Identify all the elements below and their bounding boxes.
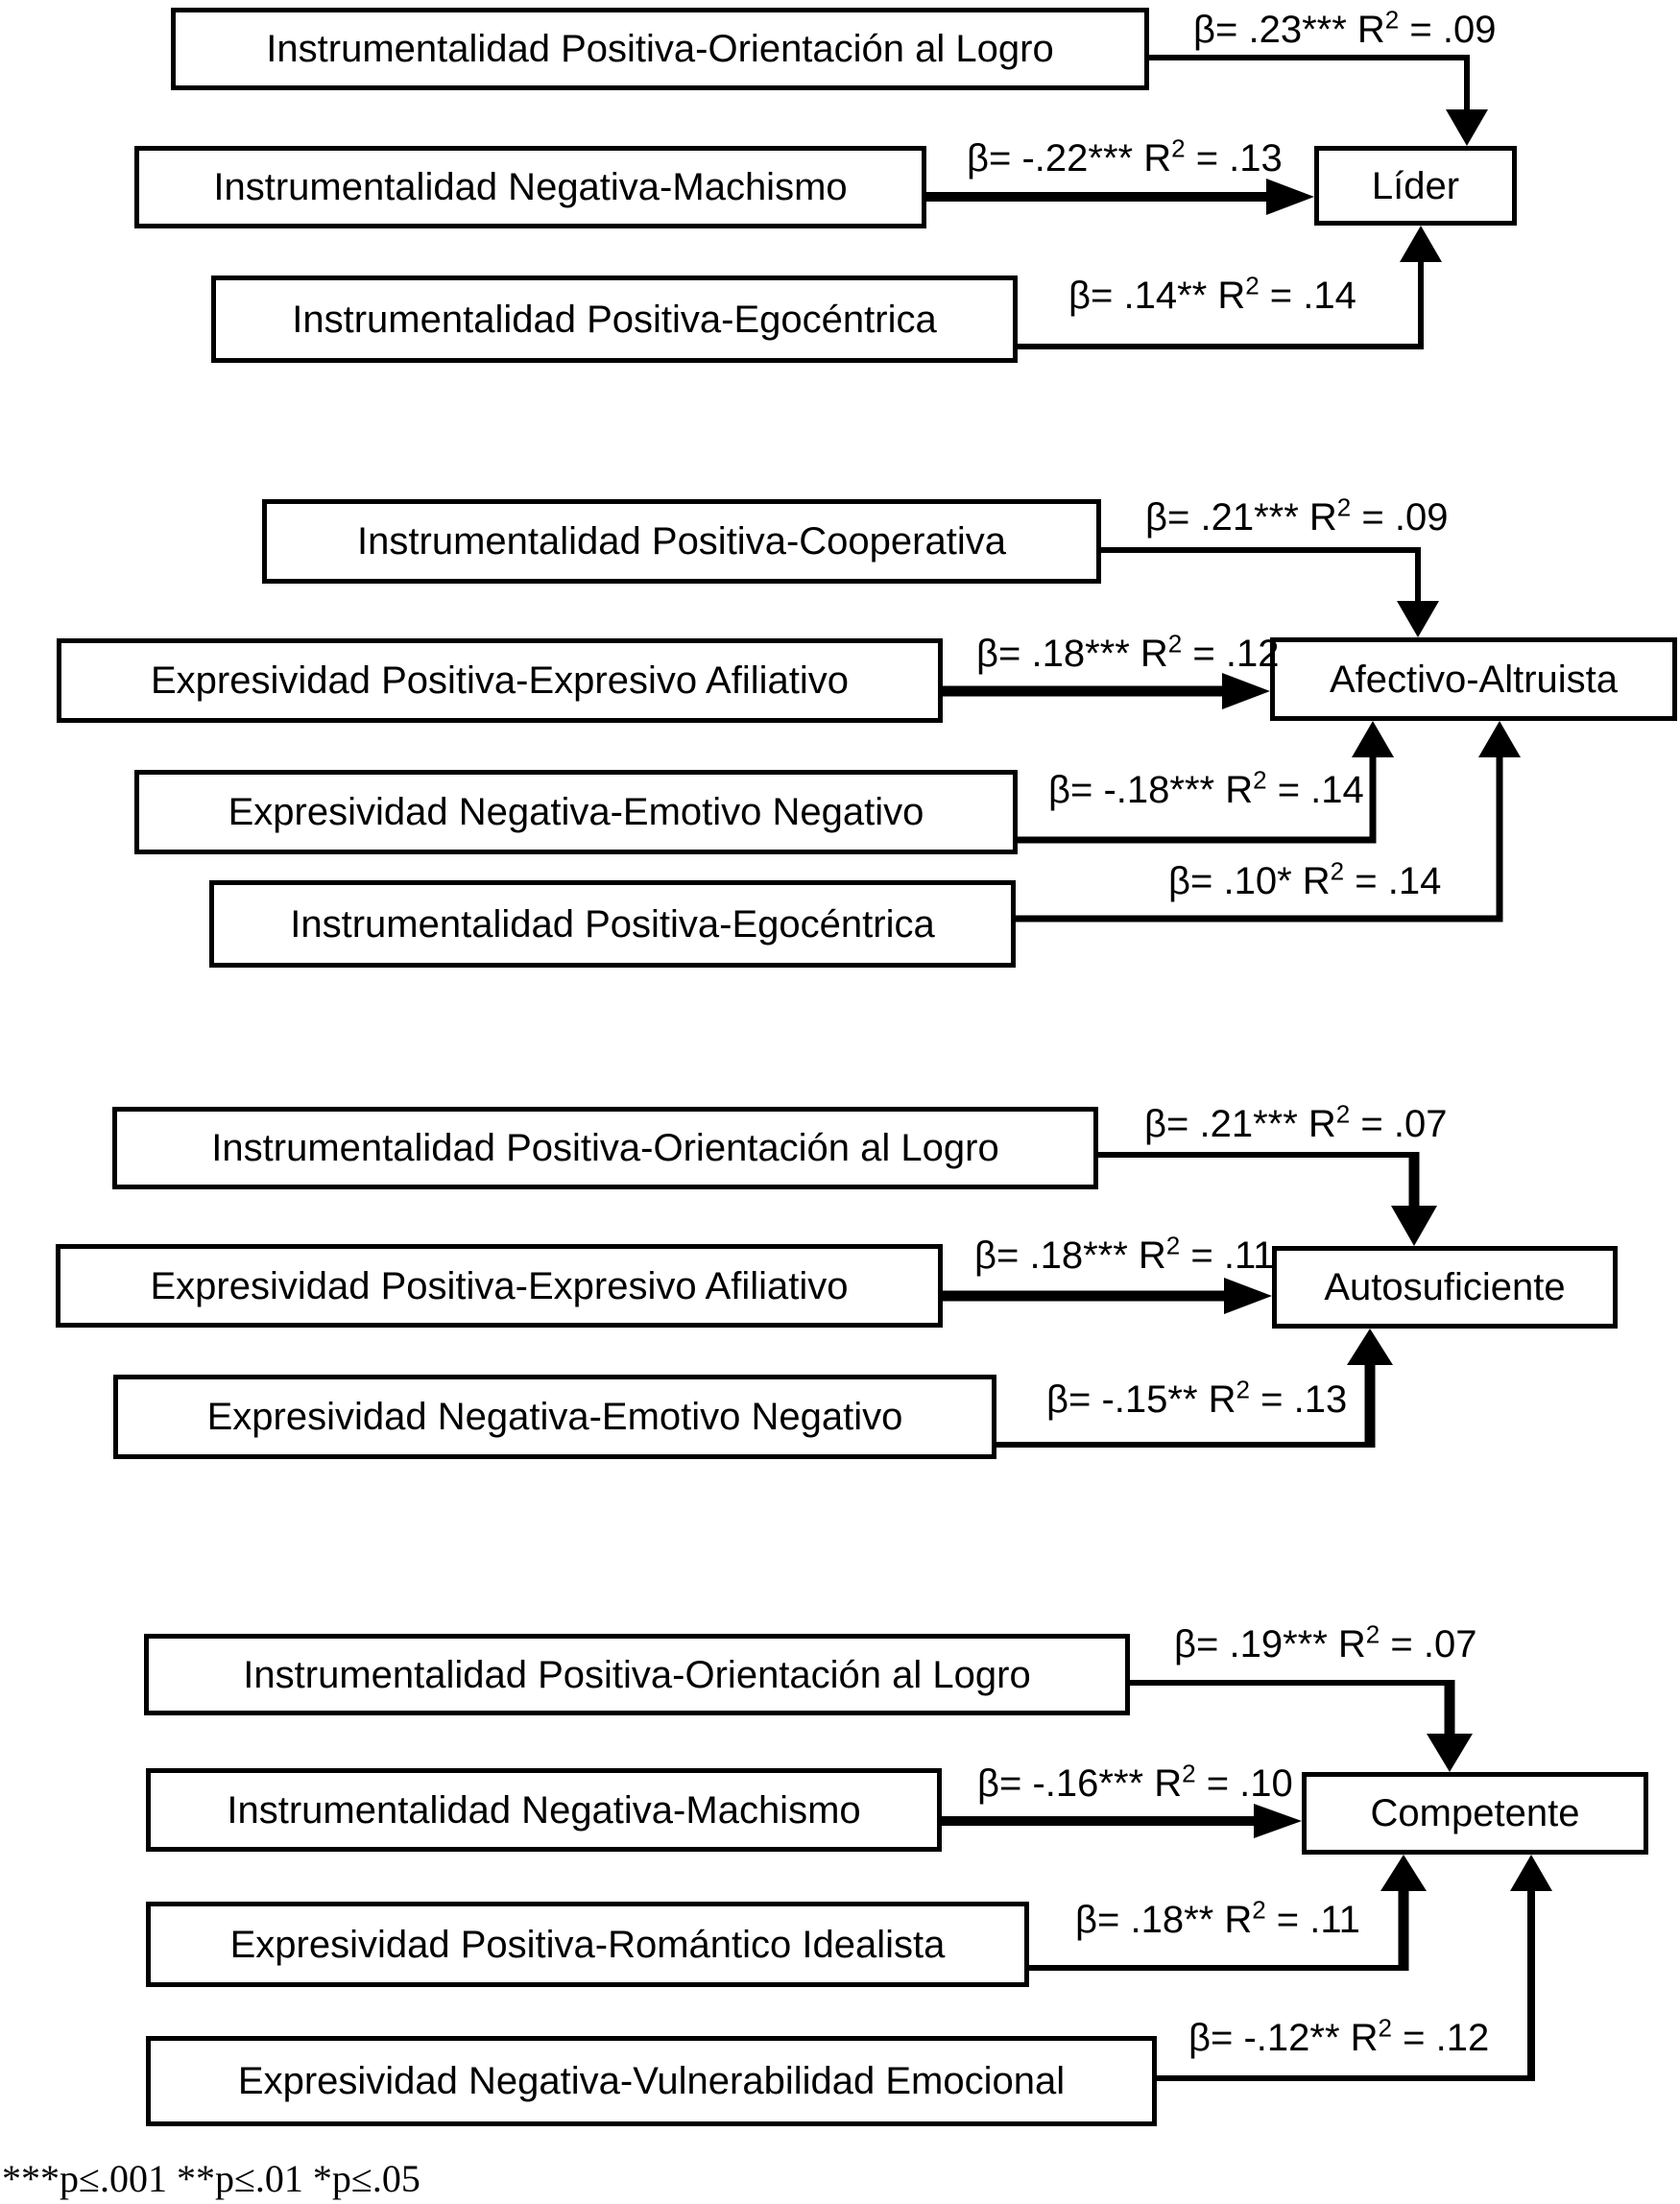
outcome-box: Afectivo-Altruista: [1270, 637, 1677, 721]
predictor-box: Instrumentalidad Negativa-Machismo: [146, 1768, 942, 1852]
arrow-cooperativa-to-afectivo: [1101, 547, 1439, 637]
r2-value-text: = .07: [1380, 1623, 1477, 1665]
r2-value-text: = .12: [1182, 633, 1280, 675]
beta-text: β= -.22*** R: [967, 137, 1172, 180]
r2-value-text: = .12: [1392, 2017, 1490, 2059]
r2-value-text: = .10: [1195, 1762, 1293, 1805]
path-coefficient-label: β= .23*** R2 = .09: [1193, 8, 1496, 52]
arrow-orientacion-logro-to-lider: [1149, 55, 1488, 146]
beta-text: β= .18** R: [1075, 1899, 1253, 1941]
r-squared-sup: 2: [1236, 1375, 1251, 1404]
predictor-box: Expresividad Negativa-Vulnerabilidad Emo…: [146, 2036, 1157, 2126]
r-squared-sup: 2: [1165, 1231, 1181, 1260]
predictor-box: Instrumentalidad Positiva-Cooperativa: [262, 499, 1101, 584]
beta-text: β= .19*** R: [1174, 1623, 1366, 1665]
r-squared-sup: 2: [1171, 133, 1186, 163]
r2-value-text: = .14: [1344, 860, 1442, 902]
predictor-box: Expresividad Positiva-Romántico Idealist…: [146, 1902, 1029, 1987]
r2-value-text: = .14: [1266, 769, 1364, 811]
r2-value-text: = .07: [1350, 1103, 1448, 1145]
r-squared-sup: 2: [1365, 1619, 1380, 1649]
beta-text: β= -.15** R: [1046, 1378, 1236, 1421]
path-coefficient-label: β= -.12** R2 = .12: [1188, 2016, 1489, 2060]
predictor-box: Instrumentalidad Positiva-Orientación al…: [144, 1634, 1130, 1715]
beta-text: β= .21*** R: [1144, 1103, 1336, 1145]
beta-text: β= .18*** R: [974, 1234, 1166, 1277]
path-coefficient-label: β= .10* R2 = .14: [1168, 859, 1441, 903]
predictor-box: Instrumentalidad Positiva-Orientación al…: [171, 8, 1149, 90]
arrow-expresivo-afiliativo-to-autosuficiente: [943, 1278, 1272, 1314]
beta-text: β= .23*** R: [1193, 9, 1385, 51]
path-coefficient-label: β= -.22*** R2 = .13: [967, 136, 1283, 180]
arrow-machismo-to-lider: [926, 179, 1314, 215]
r2-value-text: = .09: [1399, 9, 1497, 51]
predictor-box: Expresividad Negativa-Emotivo Negativo: [134, 770, 1018, 854]
beta-text: β= -.16*** R: [977, 1762, 1183, 1805]
path-coefficient-label: β= .18*** R2 = .11: [974, 1234, 1275, 1278]
path-coefficient-label: β= .18** R2 = .11: [1075, 1898, 1360, 1942]
r2-value-text: = .11: [1265, 1899, 1360, 1941]
r-squared-sup: 2: [1335, 1099, 1351, 1129]
r-squared-sup: 2: [1384, 5, 1400, 35]
path-coefficient-label: β= -.16*** R2 = .10: [977, 1761, 1293, 1806]
beta-text: β= -.12** R: [1188, 2017, 1379, 2059]
r-squared-sup: 2: [1245, 271, 1260, 300]
path-coefficient-label: β= -.18*** R2 = .14: [1048, 768, 1364, 812]
predictor-box: Expresividad Negativa-Emotivo Negativo: [113, 1375, 996, 1459]
arrow-machismo-to-competente: [942, 1804, 1302, 1838]
r-squared-sup: 2: [1253, 765, 1267, 795]
r-squared-sup: 2: [1167, 629, 1183, 659]
r-squared-sup: 2: [1182, 1759, 1196, 1788]
r2-value-text: = .13: [1250, 1378, 1348, 1421]
outcome-box: Competente: [1302, 1772, 1648, 1855]
path-coefficient-label: β= -.15** R2 = .13: [1046, 1378, 1347, 1422]
predictor-box: Expresividad Positiva-Expresivo Afiliati…: [57, 638, 943, 723]
path-coefficient-label: β= .21*** R2 = .07: [1144, 1102, 1447, 1146]
beta-text: β= .14** R: [1068, 275, 1246, 317]
r-squared-sup: 2: [1252, 1895, 1266, 1925]
significance-footnote: ***p≤.001 **p≤.01 *p≤.05: [2, 2157, 420, 2200]
path-coefficient-label: β= .19*** R2 = .07: [1174, 1622, 1476, 1666]
predictor-box: Instrumentalidad Negativa-Machismo: [134, 146, 926, 228]
path-coefficient-label: β= .21*** R2 = .09: [1145, 495, 1448, 539]
r2-value-text: = .09: [1351, 496, 1449, 539]
beta-text: β= .18*** R: [976, 633, 1168, 675]
outcome-box: Líder: [1314, 146, 1517, 226]
r2-value-text: = .13: [1185, 137, 1283, 180]
r2-value-text: = .14: [1259, 275, 1356, 317]
outcome-box: Autosuficiente: [1272, 1246, 1618, 1329]
predictor-box: Instrumentalidad Positiva-Egocéntrica: [211, 276, 1018, 363]
r2-value-text: = .11: [1180, 1234, 1275, 1277]
arrow-expresivo-afiliativo-to-afectivo: [943, 673, 1270, 709]
r-squared-sup: 2: [1378, 2013, 1393, 2043]
arrow-orientacion-logro-to-autosuficiente: [1098, 1152, 1437, 1246]
beta-text: β= .21*** R: [1145, 496, 1337, 539]
beta-text: β= -.18*** R: [1048, 769, 1254, 811]
predictor-box: Instrumentalidad Positiva-Orientación al…: [112, 1107, 1098, 1189]
predictor-box: Instrumentalidad Positiva-Egocéntrica: [209, 880, 1016, 968]
r-squared-sup: 2: [1336, 492, 1352, 522]
path-coefficient-label: β= .18*** R2 = .12: [976, 632, 1279, 676]
predictor-box: Expresividad Positiva-Expresivo Afiliati…: [56, 1244, 943, 1328]
beta-text: β= .10* R: [1168, 860, 1331, 902]
arrow-orientacion-logro-to-competente: [1130, 1680, 1473, 1772]
path-coefficient-label: β= .14** R2 = .14: [1068, 274, 1356, 318]
r-squared-sup: 2: [1330, 856, 1345, 886]
